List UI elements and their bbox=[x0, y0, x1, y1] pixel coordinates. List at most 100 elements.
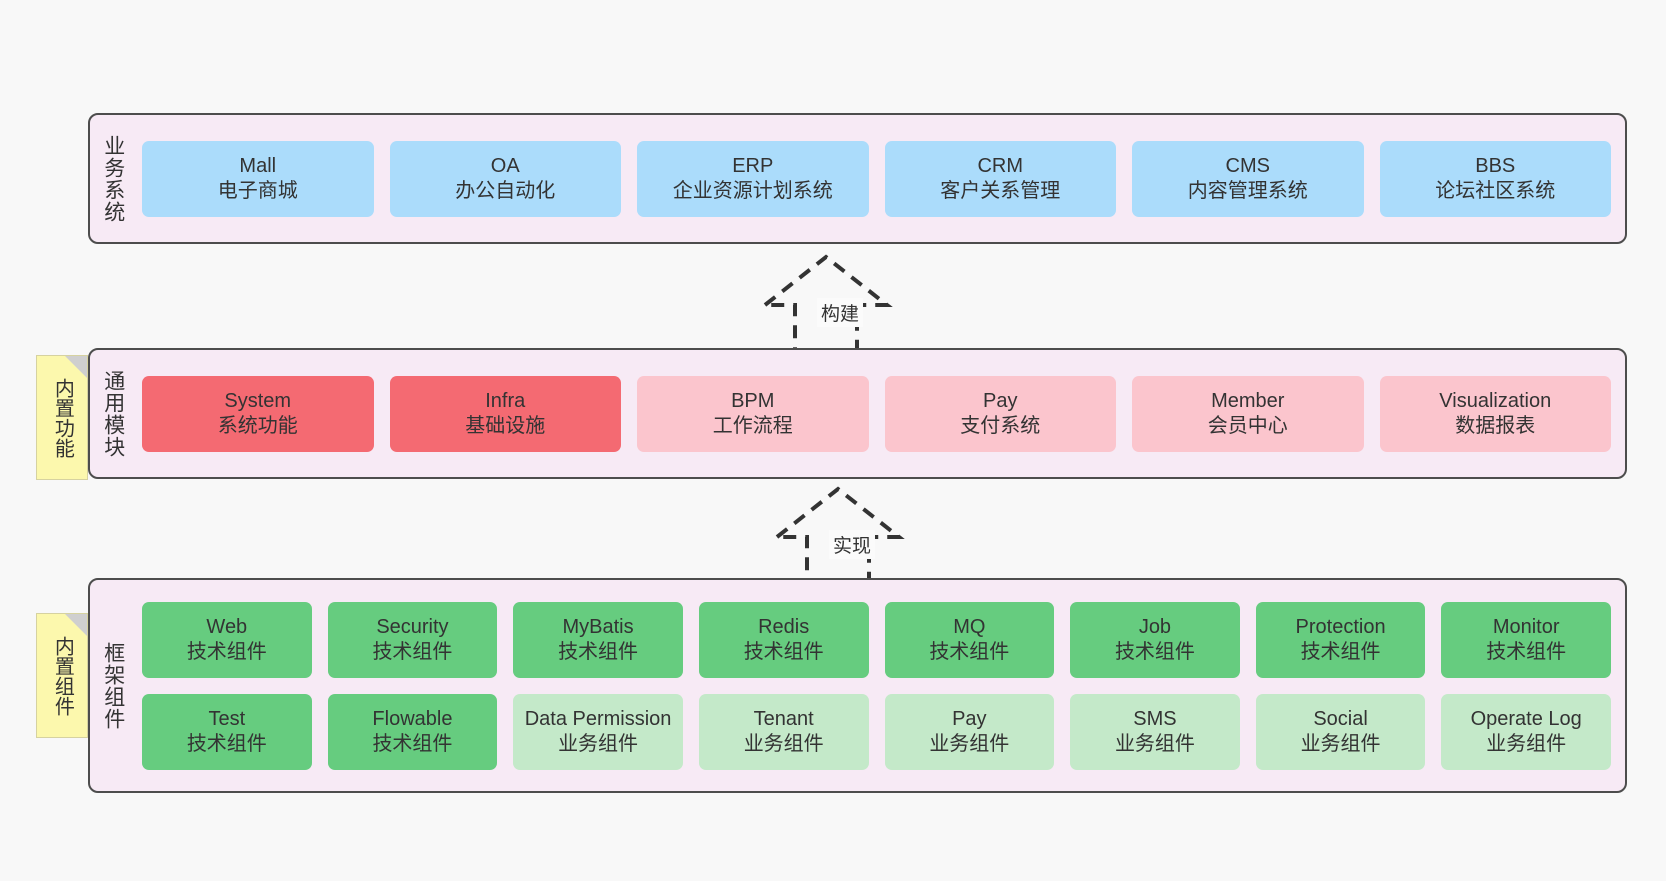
card-system[interactable]: System 系统功能 bbox=[142, 375, 374, 452]
card-title-cn: 技术组件 bbox=[558, 640, 639, 663]
card-web[interactable]: Web 技术组件 bbox=[142, 601, 312, 678]
card-title-en: Visualization bbox=[1439, 390, 1552, 413]
card-erp[interactable]: ERP 企业资源计划系统 bbox=[637, 140, 869, 217]
card-title-cn: 支付系统 bbox=[960, 414, 1041, 437]
card-visualization[interactable]: Visualization 数据报表 bbox=[1379, 375, 1611, 452]
card-title-en: BBS bbox=[1475, 155, 1516, 178]
card-title-cn: 业务组件 bbox=[743, 732, 824, 755]
side-tag-builtin-component: 内置组件 bbox=[36, 613, 88, 738]
card-security[interactable]: Security 技术组件 bbox=[327, 601, 498, 678]
card-title-en: Pay bbox=[983, 390, 1018, 413]
side-tag-label: 内置功能 bbox=[51, 377, 74, 458]
layer-framework-component-body: Web 技术组件 Security 技术组件 MyBatis 技术组件 Redi… bbox=[136, 580, 1625, 791]
card-bbs[interactable]: BBS 论坛社区系统 bbox=[1379, 140, 1611, 217]
card-bpm[interactable]: BPM 工作流程 bbox=[637, 375, 869, 452]
layer-business-system: 业务系统 Mall 电子商城 OA 办公自动化 ERP 企业资源计划系统 CRM… bbox=[88, 113, 1627, 244]
card-title-en: Data Permission bbox=[524, 708, 672, 731]
card-title-cn: 业务组件 bbox=[558, 732, 639, 755]
card-title-cn: 技术组件 bbox=[372, 732, 453, 755]
card-title-en: ERP bbox=[732, 155, 774, 178]
card-title-en: OA bbox=[490, 155, 520, 178]
card-title-cn: 论坛社区系统 bbox=[1435, 179, 1556, 202]
card-title-cn: 业务组件 bbox=[929, 732, 1010, 755]
card-title-en: Redis bbox=[758, 616, 810, 639]
card-data-permission[interactable]: Data Permission 业务组件 bbox=[513, 693, 683, 770]
card-mall[interactable]: Mall 电子商城 bbox=[142, 140, 374, 217]
card-row: System 系统功能 Infra 基础设施 BPM 工作流程 Pay 支付系统… bbox=[142, 375, 1611, 452]
card-title-en: Mall bbox=[239, 155, 277, 178]
connector-implement: 实现 bbox=[752, 482, 952, 592]
layer-business-system-body: Mall 电子商城 OA 办公自动化 ERP 企业资源计划系统 CRM 客户关系… bbox=[136, 115, 1625, 242]
side-tag-builtin-function: 内置功能 bbox=[36, 355, 88, 480]
card-title-cn: 基础设施 bbox=[465, 414, 546, 437]
card-title-cn: 会员中心 bbox=[1207, 414, 1288, 437]
card-sms[interactable]: SMS 业务组件 bbox=[1070, 693, 1240, 770]
card-title-cn: 系统功能 bbox=[217, 414, 298, 437]
card-title-en: Member bbox=[1211, 390, 1285, 413]
card-mq[interactable]: MQ 技术组件 bbox=[884, 601, 1055, 678]
card-title-cn: 内容管理系统 bbox=[1187, 179, 1308, 202]
card-title-cn: 业务组件 bbox=[1300, 732, 1381, 755]
card-tenant[interactable]: Tenant 业务组件 bbox=[698, 693, 869, 770]
card-title-en: Protection bbox=[1295, 616, 1386, 639]
card-title-cn: 技术组件 bbox=[186, 640, 267, 663]
card-flowable[interactable]: Flowable 技术组件 bbox=[327, 693, 498, 770]
card-title-en: Monitor bbox=[1492, 616, 1560, 639]
card-row: Mall 电子商城 OA 办公自动化 ERP 企业资源计划系统 CRM 客户关系… bbox=[142, 140, 1611, 217]
card-pay[interactable]: Pay 支付系统 bbox=[884, 375, 1116, 452]
dashed-up-arrow-icon bbox=[759, 254, 893, 354]
card-pay-business[interactable]: Pay 业务组件 bbox=[884, 693, 1055, 770]
card-title-en: Tenant bbox=[753, 708, 814, 731]
layer-common-module-body: System 系统功能 Infra 基础设施 BPM 工作流程 Pay 支付系统… bbox=[136, 350, 1625, 477]
side-tag-label: 内置组件 bbox=[51, 635, 74, 716]
card-title-en: Infra bbox=[485, 390, 526, 413]
card-title-cn: 技术组件 bbox=[929, 640, 1010, 663]
card-row: Web 技术组件 Security 技术组件 MyBatis 技术组件 Redi… bbox=[142, 601, 1611, 678]
connector-build: 构建 bbox=[740, 250, 940, 360]
card-title-en: System bbox=[224, 390, 292, 413]
card-job[interactable]: Job 技术组件 bbox=[1070, 601, 1240, 678]
card-title-en: Test bbox=[208, 708, 246, 731]
card-protection[interactable]: Protection 技术组件 bbox=[1255, 601, 1426, 678]
layer-business-system-title: 业务系统 bbox=[101, 134, 125, 223]
card-title-cn: 技术组件 bbox=[1300, 640, 1381, 663]
card-title-en: Pay bbox=[952, 708, 987, 731]
card-title-cn: 业务组件 bbox=[1486, 732, 1567, 755]
card-title-en: MQ bbox=[953, 616, 986, 639]
card-title-en: CMS bbox=[1225, 155, 1270, 178]
card-title-cn: 客户关系管理 bbox=[940, 179, 1061, 202]
card-title-en: Web bbox=[206, 616, 248, 639]
dashed-up-arrow-icon bbox=[771, 486, 905, 586]
card-test[interactable]: Test 技术组件 bbox=[142, 693, 312, 770]
card-title-en: Flowable bbox=[372, 708, 453, 731]
card-social[interactable]: Social 业务组件 bbox=[1255, 693, 1426, 770]
card-cms[interactable]: CMS 内容管理系统 bbox=[1132, 140, 1364, 217]
layer-common-module: 通用模块 System 系统功能 Infra 基础设施 BPM 工作流程 Pay… bbox=[88, 348, 1627, 479]
card-member[interactable]: Member 会员中心 bbox=[1132, 375, 1364, 452]
card-title-en: Security bbox=[376, 616, 449, 639]
card-title-cn: 电子商城 bbox=[217, 179, 298, 202]
card-crm[interactable]: CRM 客户关系管理 bbox=[884, 140, 1116, 217]
card-oa[interactable]: OA 办公自动化 bbox=[389, 140, 621, 217]
card-title-en: MyBatis bbox=[562, 616, 634, 639]
card-title-cn: 工作流程 bbox=[712, 414, 793, 437]
card-title-cn: 技术组件 bbox=[372, 640, 453, 663]
card-redis[interactable]: Redis 技术组件 bbox=[698, 601, 869, 678]
card-title-cn: 技术组件 bbox=[1114, 640, 1195, 663]
card-mybatis[interactable]: MyBatis 技术组件 bbox=[513, 601, 683, 678]
card-operate-log[interactable]: Operate Log 业务组件 bbox=[1441, 693, 1611, 770]
card-title-cn: 企业资源计划系统 bbox=[672, 179, 833, 202]
card-title-cn: 业务组件 bbox=[1114, 732, 1195, 755]
card-infra[interactable]: Infra 基础设施 bbox=[389, 375, 621, 452]
card-title-cn: 技术组件 bbox=[743, 640, 824, 663]
card-title-en: BPM bbox=[731, 390, 775, 413]
card-monitor[interactable]: Monitor 技术组件 bbox=[1441, 601, 1611, 678]
connector-build-label: 构建 bbox=[816, 298, 864, 327]
layer-framework-component: 框架组件 Web 技术组件 Security 技术组件 MyBatis 技术组件… bbox=[88, 578, 1627, 793]
card-title-en: SMS bbox=[1133, 708, 1177, 731]
connector-implement-label: 实现 bbox=[828, 530, 876, 559]
layer-common-module-title: 通用模块 bbox=[101, 369, 125, 458]
card-title-en: Job bbox=[1138, 616, 1172, 639]
card-title-en: CRM bbox=[977, 155, 1024, 178]
